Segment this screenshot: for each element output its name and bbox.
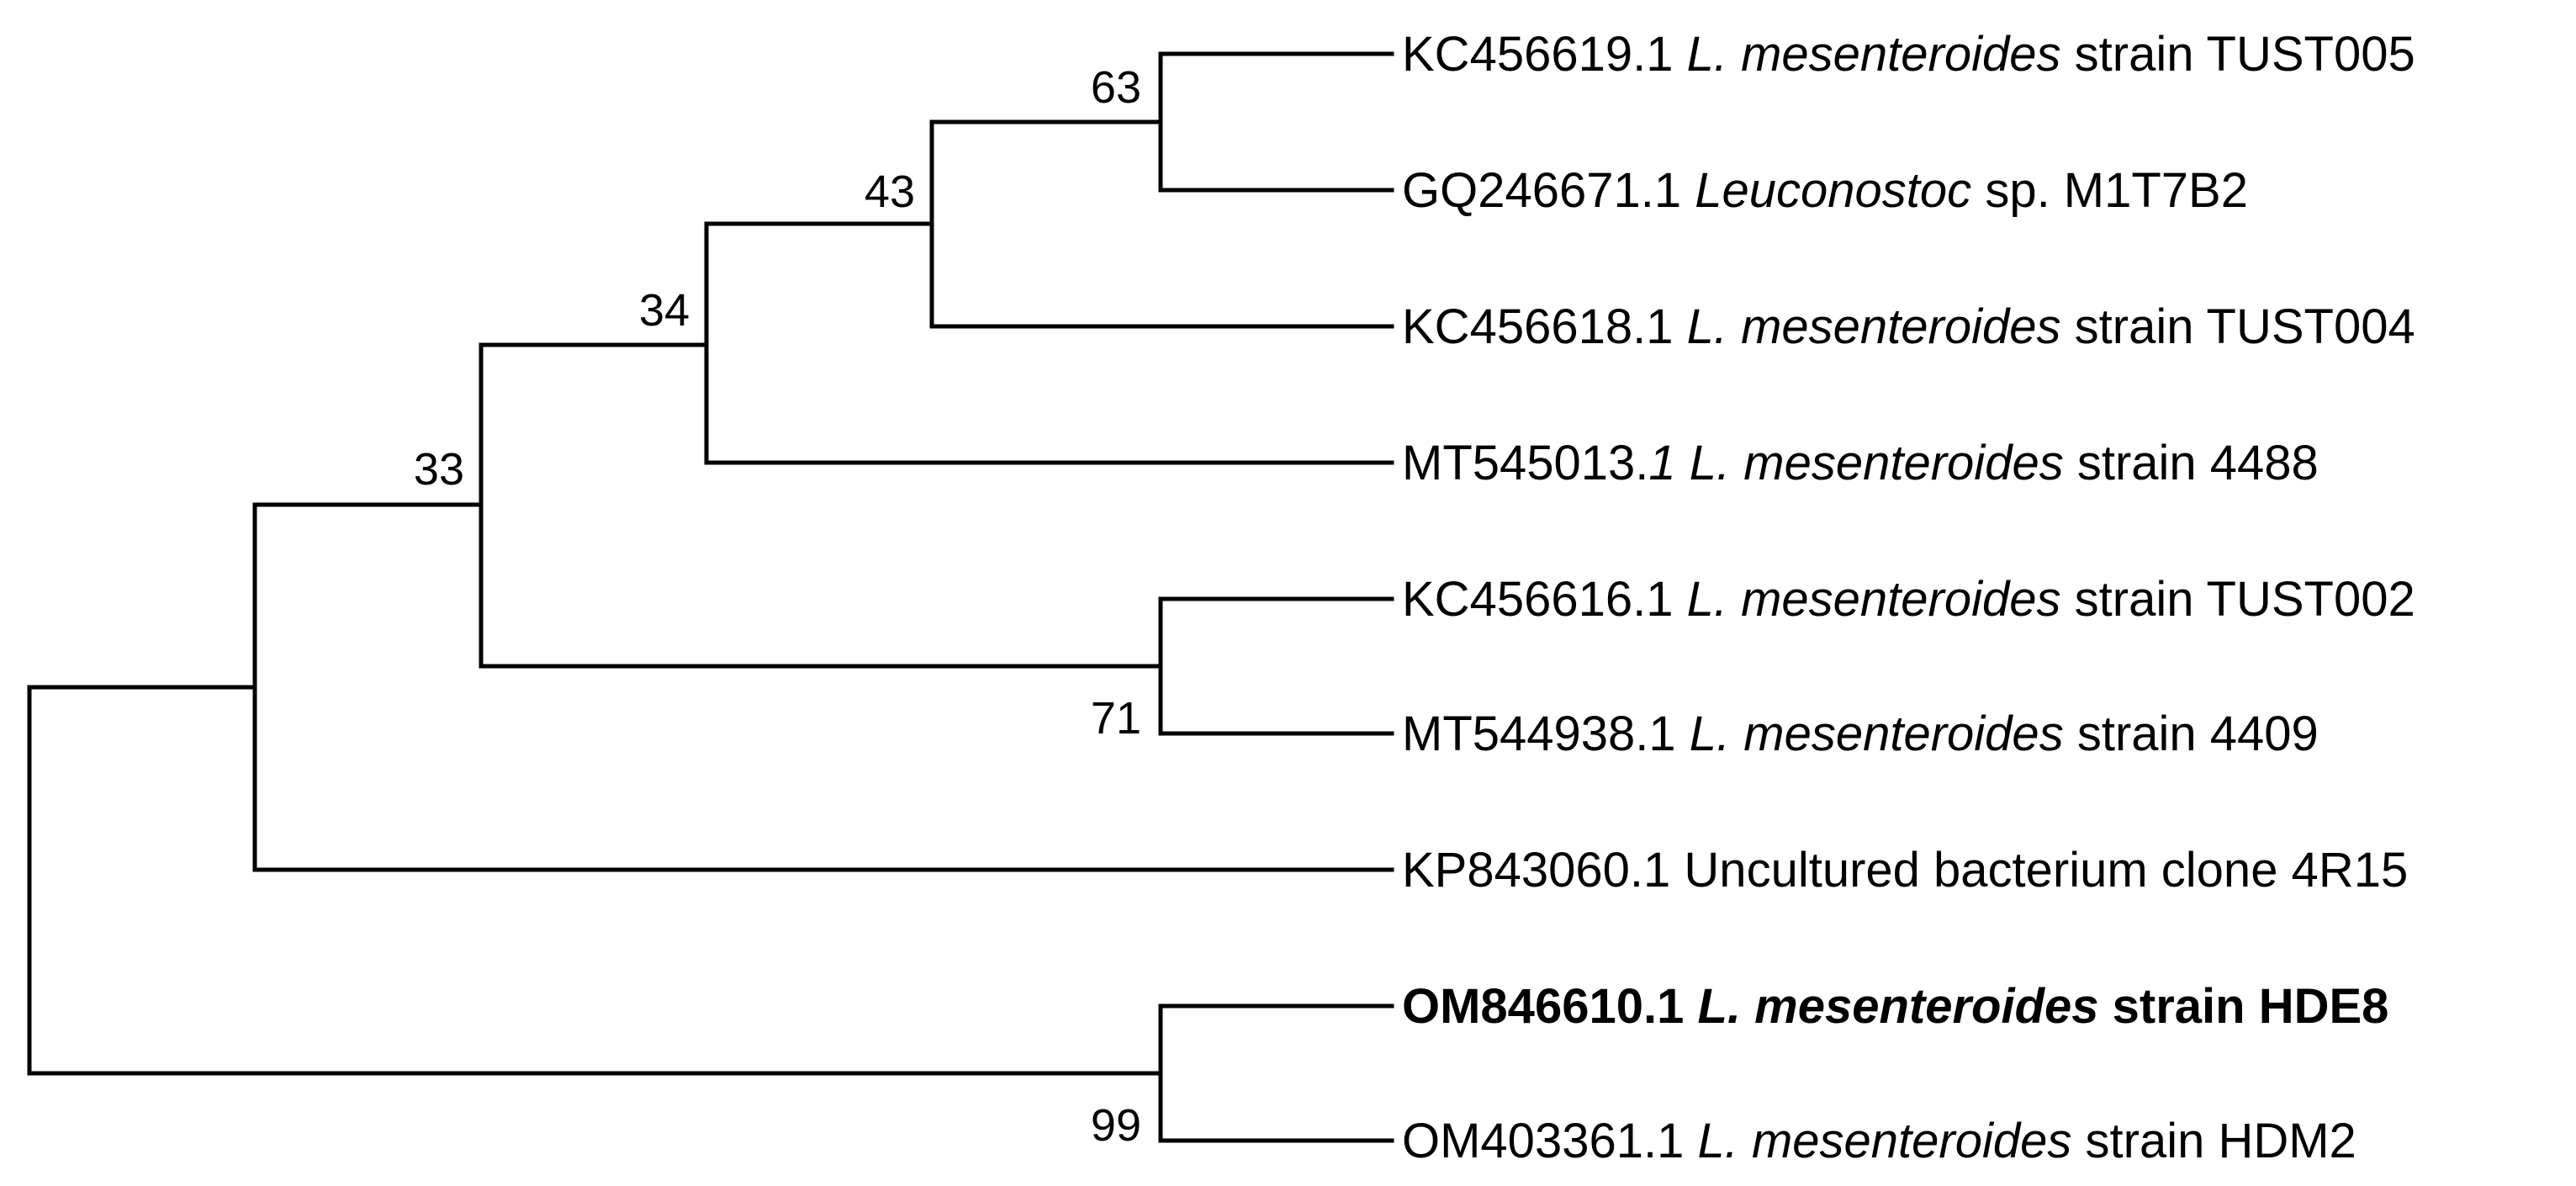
leaf-label: KC456616.1 L. mesenteroides strain TUST0… (1402, 572, 2415, 627)
leaf-label: MT545013.1 L. mesenteroides strain 4488 (1402, 436, 2319, 490)
leaf-species: L. mesenteroides (1687, 572, 2061, 627)
leaf-species: L. mesenteroides (1690, 707, 2064, 761)
leaf-accession: KC456619.1 (1402, 27, 1673, 82)
leaf-species: L. mesenteroides (1690, 436, 2064, 490)
leaf-label: GQ246671.1 Leuconostoc sp. M1T7B2 (1402, 163, 2248, 218)
leaf-accession: OM403361.1 (1402, 1114, 1684, 1168)
leaf-labels: KC456619.1 L. mesenteroides strain TUST0… (1402, 27, 2415, 1168)
leaf-label-highlighted: OM846610.1 L. mesenteroides strain HDE8 (1402, 979, 2388, 1034)
leaf-species: L. mesenteroides (1697, 1114, 2071, 1168)
branch-root (27, 685, 1163, 1076)
leaf-species: L. mesenteroides (1687, 27, 2061, 82)
leaf-accession: OM846610.1 (1402, 979, 1684, 1034)
leaf-strain: Uncultured bacterium clone 4R15 (1684, 843, 2408, 897)
leaf-accession: GQ246671.1 (1402, 163, 1681, 218)
support-value: 71 (1091, 693, 1141, 744)
support-value: 34 (639, 285, 690, 336)
leaf-strain: strain HDM2 (2086, 1114, 2356, 1168)
support-value: 43 (865, 167, 915, 217)
leaf-species: L. mesenteroides (1687, 299, 2061, 354)
leaf-strain: strain HDE8 (2113, 979, 2389, 1034)
branch-clade-l8-l9 (1158, 1003, 1394, 1143)
support-value: 33 (414, 444, 464, 495)
leaf-strain: strain TUST004 (2075, 299, 2415, 354)
tree-branches (27, 51, 1394, 1143)
leaf-strain: sp. M1T7B2 (1985, 163, 2248, 218)
leaf-accession: MT545013. (1402, 436, 1648, 490)
leaf-label: OM403361.1 L. mesenteroides strain HDM2 (1402, 1114, 2356, 1168)
leaf-accession: KC456616.1 (1402, 572, 1673, 627)
leaf-label: KC456619.1 L. mesenteroides strain TUST0… (1402, 27, 2415, 82)
leaf-strain: strain 4409 (2077, 707, 2319, 761)
support-values: 63 43 34 33 71 99 (414, 62, 1141, 1151)
leaf-accession: MT544938.1 (1402, 707, 1676, 761)
leaf-accession: KP843060.1 (1402, 843, 1670, 897)
branch-clade-l1-l7 (252, 502, 1394, 872)
leaf-strain: strain TUST002 (2075, 572, 2415, 627)
leaf-strain: strain TUST005 (2075, 27, 2415, 82)
leaf-label: KC456618.1 L. mesenteroides strain TUST0… (1402, 299, 2415, 354)
leaf-species: L. mesenteroides (1697, 979, 2098, 1034)
branch-clade-l1-l2 (1158, 51, 1394, 193)
leaf-label: KP843060.1 Uncultured bacterium clone 4R… (1402, 843, 2408, 897)
leaf-label: MT544938.1 L. mesenteroides strain 4409 (1402, 707, 2319, 761)
support-value: 99 (1091, 1100, 1141, 1151)
leaf-accession-suffix: 1 (1648, 436, 1675, 490)
leaf-species: Leuconostoc (1695, 163, 1971, 218)
support-value: 63 (1091, 62, 1141, 113)
branch-clade-l1-l4 (704, 221, 1394, 465)
leaf-strain: strain 4488 (2077, 436, 2319, 490)
branch-clade-l5-l6 (1158, 596, 1394, 736)
leaf-accession: KC456618.1 (1402, 299, 1673, 354)
branch-clade-l1-l6 (479, 342, 1163, 669)
